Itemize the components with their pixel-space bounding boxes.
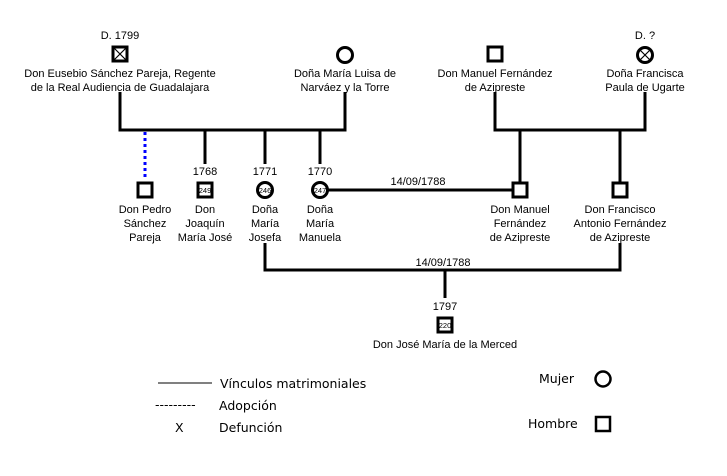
person-id: 220 [439,321,452,330]
death-cross-icon [639,49,651,61]
male-symbol [436,316,454,334]
female-symbol [256,181,274,199]
person-name: Antonio Fernández [574,218,667,230]
person-name: Don Manuel Fernández [438,68,553,80]
connection-lines [118,92,647,298]
person-name: Manuela [299,232,342,244]
birth-year: 1770 [308,166,332,178]
person-name: de Azipreste [465,82,526,94]
person-name: Sánchez [124,218,167,230]
female-symbol [336,46,354,64]
person-eusebio[interactable]: D. 1799 Don Eusebio Sánchez Pareja, Rege… [24,30,215,94]
person-name: de la Real Audiencia de Guadalajara [31,82,210,94]
legend-death-symbol: X [175,420,184,435]
legend-male-label: Hombre [528,416,578,431]
marriage-date: 14/09/1788 [390,176,445,188]
person-name: de Azipreste [590,232,651,244]
person-manuel-sr[interactable]: Don Manuel Fernández de Azipreste [438,45,553,94]
person-name: Don Manuel [490,204,549,216]
person-name: Doña [307,204,334,216]
person-name: Narváez y la Torre [300,82,389,94]
male-symbol [611,181,629,199]
person-name: Doña Francisca [606,68,684,80]
person-josefa[interactable]: 1771 246 Doña María Josefa [249,166,282,244]
person-francisco[interactable]: Don Francisco Antonio Fernández de Azipr… [574,181,667,244]
person-name: de Azipreste [490,232,551,244]
legend-female-label: Mujer [539,371,575,386]
person-joaquin[interactable]: 1768 249 Don Joaquín María José [178,166,232,244]
legend-adoption-label: Adopción [219,398,277,413]
person-name: Doña María Luisa de [294,68,396,80]
legend-adoption-symbol: --------- [155,397,196,412]
legend-female-symbol [594,370,612,388]
person-name: María [306,218,335,230]
person-name: Paula de Ugarte [605,82,685,94]
person-name: Josefa [249,232,282,244]
person-manuel-jr[interactable]: Don Manuel Fernández de Azipreste [490,181,551,244]
male-symbol [511,181,529,199]
person-id: 246 [259,186,272,195]
legend-marriage-label: Vínculos matrimoniales [220,376,366,391]
person-name: Don Francisco [585,204,656,216]
birth-year: 1771 [253,166,277,178]
person-jose-maria[interactable]: 1797 220 Don José María de la Merced [373,301,517,351]
person-name: Fernández [494,218,547,230]
marriage-date: 14/09/1788 [415,257,470,269]
person-id: 247 [314,186,327,195]
marriage-line-manuel-francisca [493,92,647,132]
marriage-line-josefa-francisco [263,243,622,272]
person-name: Don José María de la Merced [373,339,517,351]
legend: Vínculos matrimoniales --------- Adopció… [155,370,612,435]
person-manuela[interactable]: 1770 247 Doña María Manuela [299,166,342,244]
person-name: María José [178,232,232,244]
person-name: Don Eusebio Sánchez Pareja, Regente [24,68,215,80]
person-name: Doña [252,204,279,216]
person-maria-luisa[interactable]: Doña María Luisa de Narváez y la Torre [294,46,396,95]
legend-death-label: Defunción [219,420,282,435]
person-name: Joaquín [185,218,224,230]
person-id: 249 [199,186,212,195]
person-francisca[interactable]: D. ? Doña Francisca Paula de Ugarte [605,30,685,94]
birth-year: 1797 [433,301,457,313]
person-name: Don [195,204,215,216]
male-symbol [486,45,504,63]
person-name: Pareja [129,232,162,244]
person-name: María [251,218,280,230]
legend-male-symbol [594,415,612,433]
birth-year: 1768 [193,166,217,178]
male-symbol [196,181,214,199]
death-cross-icon [112,46,128,62]
death-note: D. ? [635,30,655,42]
female-symbol [311,181,329,199]
death-note: D. 1799 [101,30,140,42]
marriage-line-eusebio-maria-luisa [118,92,347,132]
person-pedro[interactable]: Don Pedro Sánchez Pareja [119,181,172,244]
male-symbol [136,181,154,199]
person-name: Don Pedro [119,204,172,216]
